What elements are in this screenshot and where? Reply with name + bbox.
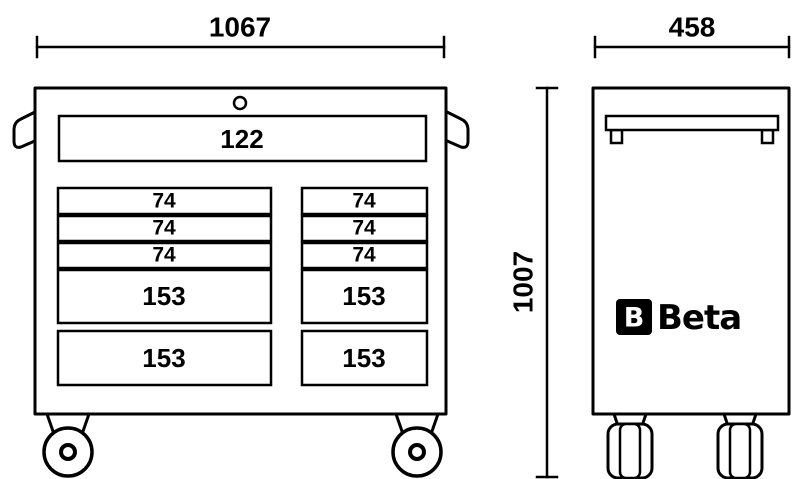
- side-view: B Beta: [591, 86, 791, 479]
- drawer-left-1-label: 74: [152, 190, 176, 213]
- lock-keyhole: [232, 95, 248, 111]
- drawer-top: [57, 114, 428, 163]
- side-right-wheel: [716, 412, 764, 479]
- drawer-left-1: [56, 186, 273, 216]
- side-left-wheel: [606, 412, 654, 479]
- left-drawer-column: 74 74 74 153 153: [56, 186, 273, 387]
- drawer-right-2-label: 74: [352, 217, 376, 240]
- drawer-right-1-label: 74: [352, 190, 376, 213]
- drawer-left-4-label: 153: [142, 281, 185, 311]
- drawer-right-5-label: 153: [342, 343, 385, 373]
- left-handle: [12, 109, 39, 149]
- height-dimension: 1007: [508, 86, 559, 479]
- front-width-dimension: 1067: [35, 12, 446, 59]
- wheel-hub: [618, 422, 642, 479]
- caster-hub: [408, 443, 426, 461]
- drawer-left-5-label: 153: [142, 343, 185, 373]
- height-dim-label: 1007: [508, 251, 539, 313]
- beta-logo-mark-glyph: B: [624, 303, 645, 334]
- drawer-right-3-label: 74: [352, 244, 376, 267]
- beta-logo: B Beta: [616, 298, 742, 338]
- side-width-dim-label: 458: [669, 12, 716, 43]
- drawer-right-3: [300, 241, 429, 270]
- right-drawer-column: 74 74 74 153 153: [300, 186, 429, 387]
- drawer-left-2: [56, 214, 273, 243]
- handle-foot-left: [609, 128, 624, 145]
- drawer-right-4-label: 153: [342, 281, 385, 311]
- right-handle: [443, 109, 470, 149]
- drawer-right-2: [300, 214, 429, 243]
- front-left-caster: [42, 412, 94, 478]
- beta-logo-wordmark: Beta: [657, 298, 741, 338]
- front-view: 122 74 74 74 153 153 74 74 74 153 153: [12, 86, 470, 478]
- side-body: [591, 86, 791, 416]
- handle-foot-right: [760, 128, 775, 145]
- front-width-dim-label: 1067: [209, 12, 271, 43]
- drawer-left-2-label: 74: [152, 217, 176, 240]
- drawer-right-1: [300, 186, 429, 216]
- caster-hub: [59, 443, 77, 461]
- push-handle: [604, 114, 780, 145]
- drawer-left-5: [56, 329, 273, 387]
- handle-bar: [604, 114, 780, 132]
- front-right-caster: [391, 412, 443, 478]
- drawer-right-4: [300, 268, 429, 325]
- side-width-dimension: 458: [593, 12, 791, 59]
- drawer-left-3: [56, 241, 273, 270]
- drawer-left-4: [56, 268, 273, 325]
- beta-logo-mark-icon: [616, 299, 652, 335]
- drawer-left-3-label: 74: [152, 244, 176, 267]
- wheel-hub: [728, 422, 752, 479]
- drawer-right-5: [300, 329, 429, 387]
- drawer-top-label: 122: [220, 124, 263, 154]
